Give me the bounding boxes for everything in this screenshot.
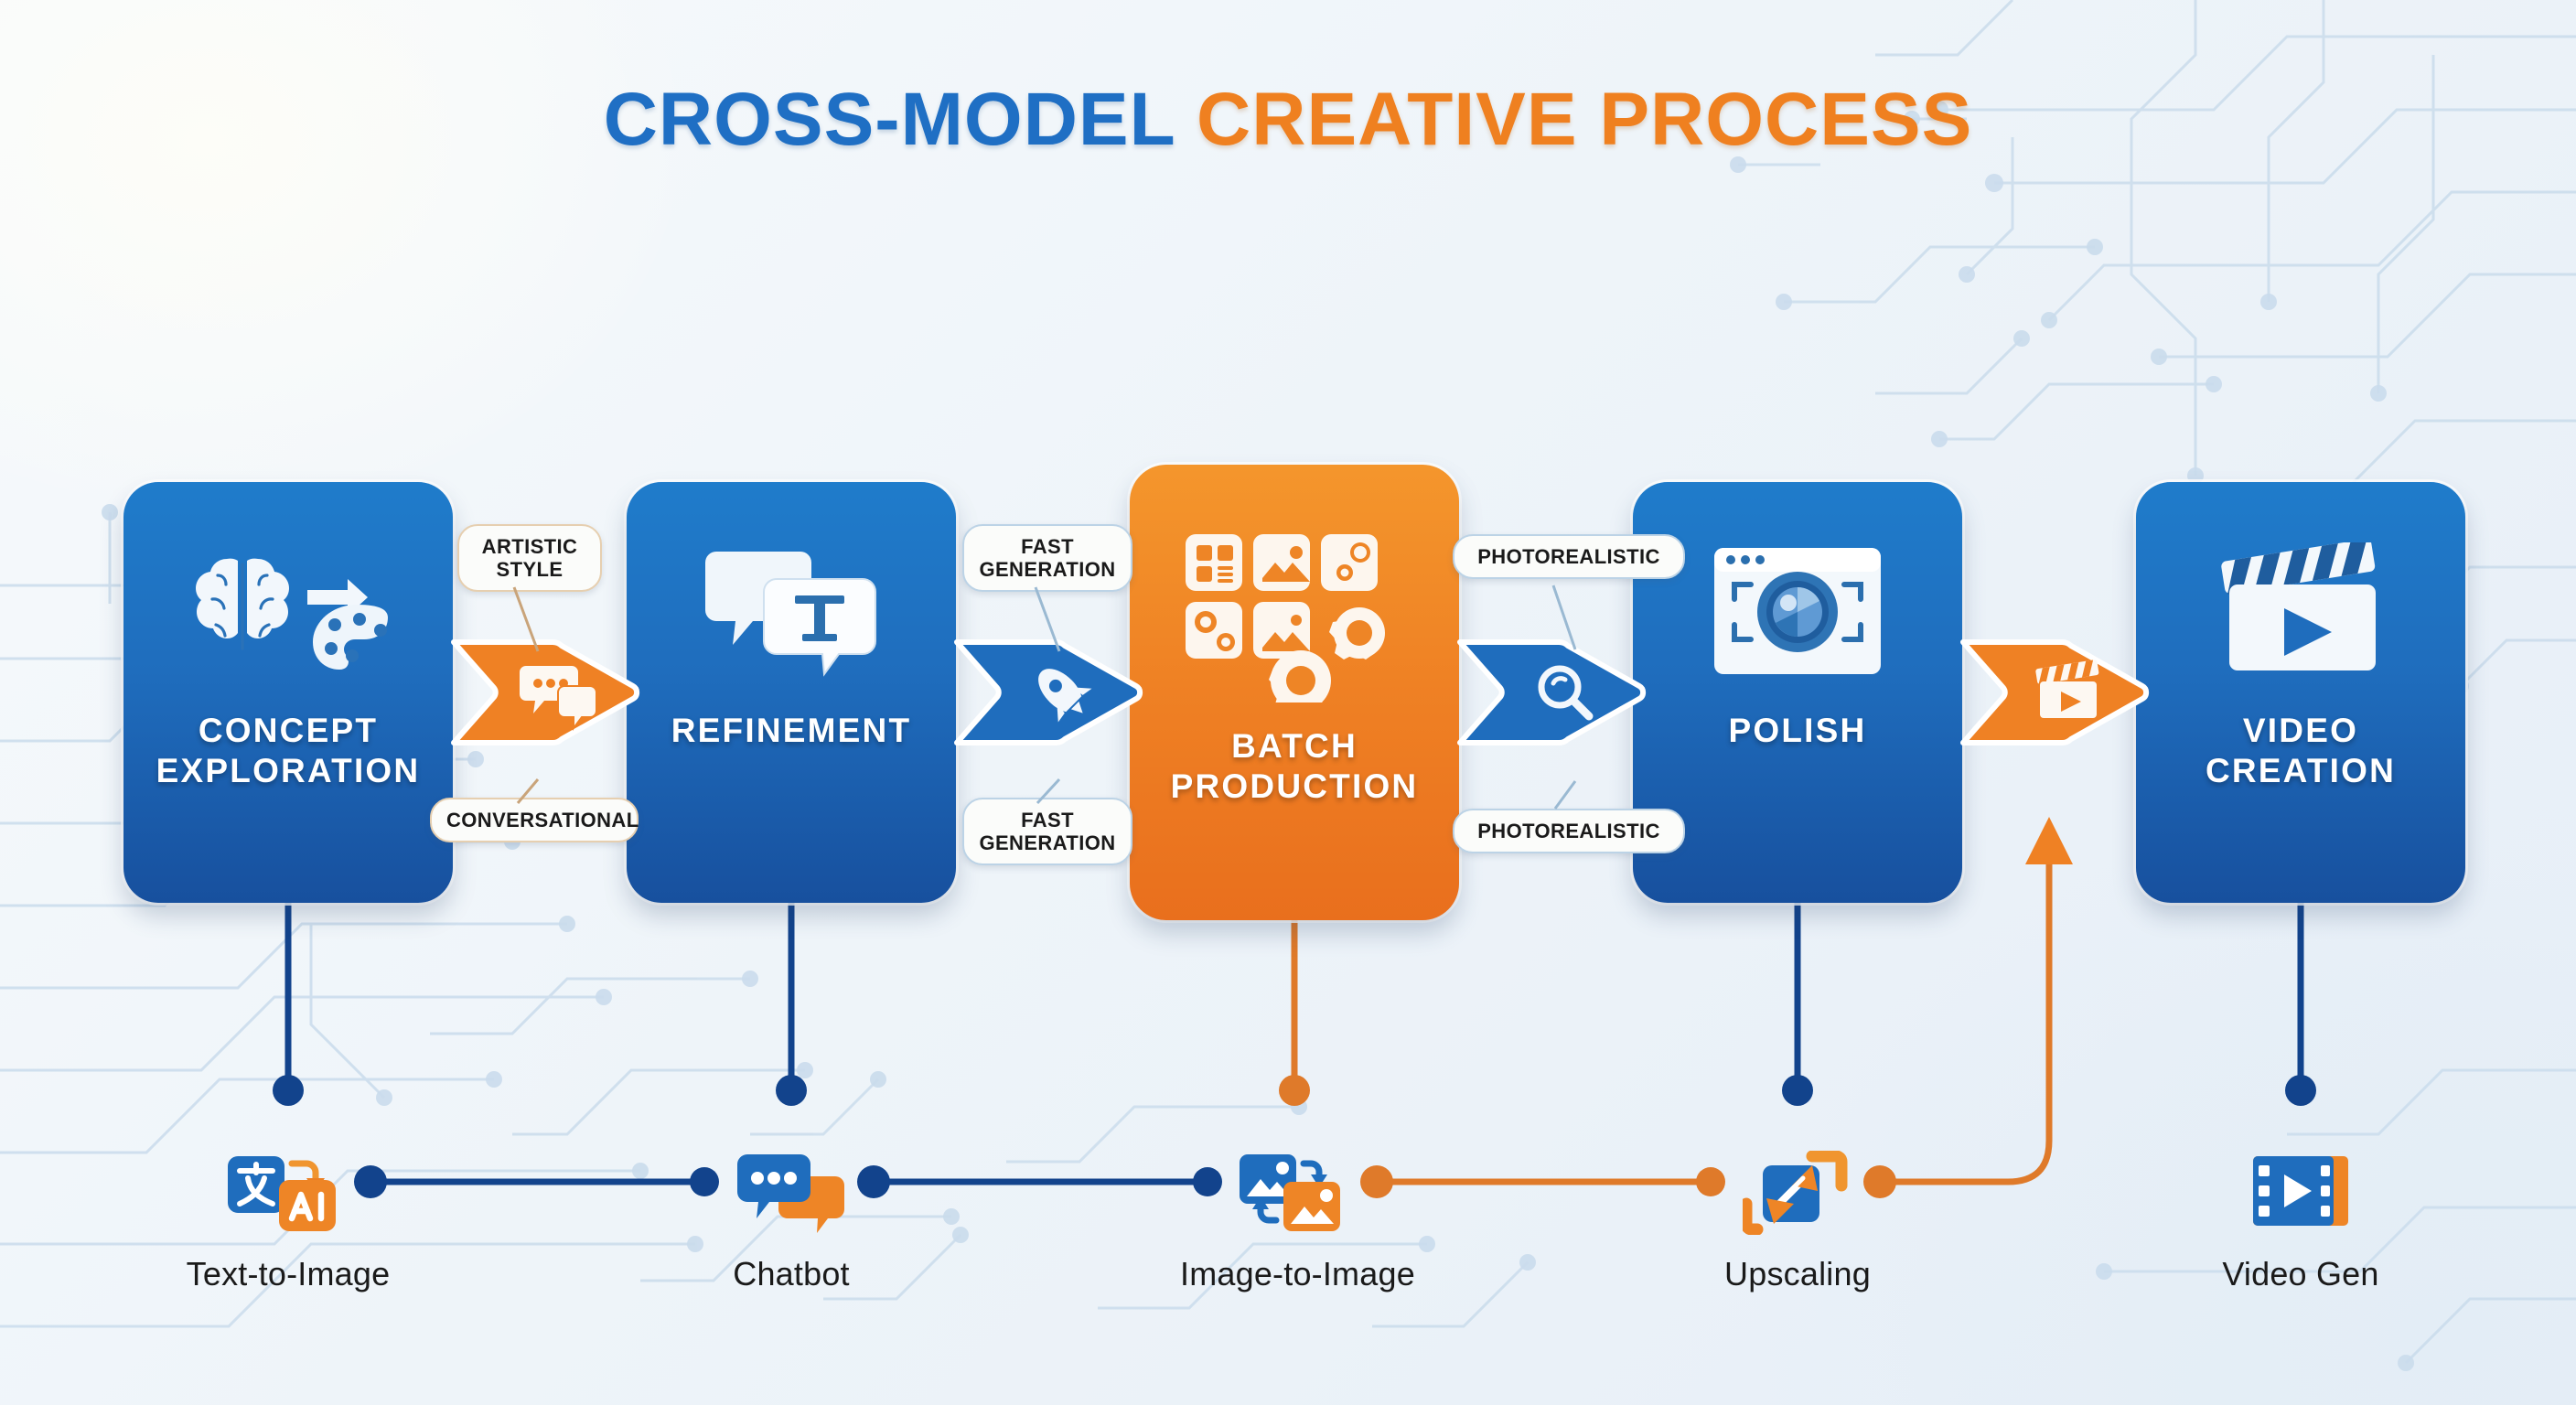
tool-text-to-image[interactable]: Text-to-Image: [174, 1151, 402, 1293]
chat-bubbles-text-icon: [700, 542, 883, 680]
connector-arrow-2[interactable]: [953, 615, 1145, 770]
connector-label-top-3: PHOTOREALISTIC: [1453, 534, 1685, 580]
translate-to-ai-icon: [174, 1151, 402, 1235]
chat-bubbles-duo-icon: [677, 1151, 906, 1235]
camera-lens-window-icon: [1711, 542, 1884, 680]
tool-chatbot[interactable]: Chatbot: [677, 1151, 906, 1293]
stage-card-video-creation[interactable]: VIDEO CREATION: [2136, 482, 2465, 903]
connector-arrow-1[interactable]: [450, 615, 642, 770]
title-part-one: CROSS-MODEL: [603, 78, 1175, 161]
stage-card-refinement[interactable]: REFINEMENT: [627, 482, 956, 903]
connector-label-top-2: FAST GENERATION: [962, 524, 1132, 593]
stage-card-title: REFINEMENT: [671, 712, 912, 749]
page-title: CROSS-MODEL CREATIVE PROCESS: [0, 77, 2576, 163]
brain-to-palette-icon: [174, 542, 402, 680]
connector-label-bottom-2: FAST GENERATION: [962, 798, 1132, 866]
stage-card-batch-production[interactable]: BATCH PRODUCTION: [1130, 465, 1459, 920]
tool-label: Upscaling: [1724, 1255, 1871, 1292]
tool-upscaling[interactable]: Upscaling: [1683, 1151, 1912, 1293]
stage-card-concept-exploration[interactable]: CONCEPT EXPLORATION: [123, 482, 453, 903]
image-swap-icon: [1180, 1151, 1409, 1235]
tool-video-gen[interactable]: Video Gen: [2186, 1151, 2415, 1293]
clapperboard-icon: [1959, 615, 2152, 770]
connector-arrow-3[interactable]: [1456, 615, 1648, 770]
tool-label: Image-to-Image: [1180, 1255, 1415, 1292]
connector-label-bottom-1: CONVERSATIONAL: [430, 798, 639, 843]
connector-label-bottom-3: PHOTOREALISTIC: [1453, 809, 1685, 854]
chat-bubbles-icon: [450, 615, 642, 770]
stage-card-polish[interactable]: POLISH: [1633, 482, 1962, 903]
stage-card-title: POLISH: [1728, 712, 1867, 749]
stage-card-title: VIDEO CREATION: [2205, 712, 2397, 789]
clapperboard-play-icon: [2209, 542, 2392, 680]
stage-card-title: BATCH PRODUCTION: [1170, 727, 1419, 805]
connector-label-top-1: ARTISTIC STYLE: [457, 524, 602, 593]
image-grid-gears-icon: [1180, 531, 1409, 702]
film-play-icon: [2186, 1151, 2415, 1235]
tool-image-to-image[interactable]: Image-to-Image: [1180, 1151, 1415, 1293]
expand-arrows-icon: [1683, 1151, 1912, 1235]
stage-card-title: CONCEPT EXPLORATION: [156, 712, 421, 789]
tool-label: Chatbot: [733, 1255, 850, 1292]
rocket-icon: [953, 615, 1145, 770]
tool-label: Text-to-Image: [186, 1255, 391, 1292]
tool-label: Video Gen: [2222, 1255, 2379, 1292]
connector-arrow-4[interactable]: [1959, 615, 2152, 770]
magnifier-icon: [1456, 615, 1648, 770]
title-part-two: CREATIVE PROCESS: [1197, 78, 1973, 161]
